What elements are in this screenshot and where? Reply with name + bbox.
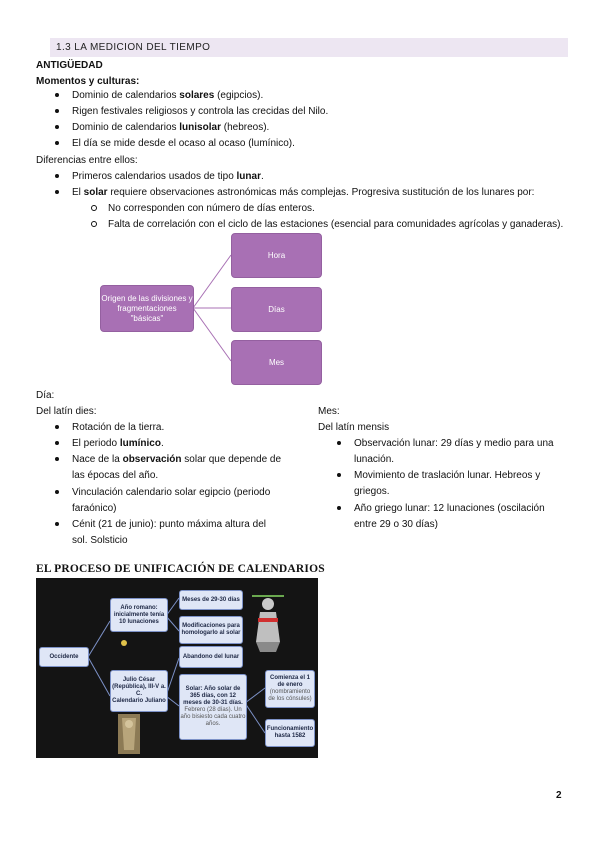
calendar-mindmap-image: Occidente Año romano: inicialmente tenía… — [36, 578, 318, 758]
bullet-dot — [55, 190, 59, 194]
bullet-dot — [337, 473, 341, 477]
bullet-dot — [55, 125, 59, 129]
unificacion-heading: EL PROCESO DE UNIFICACIÓN DE CALENDARIOS — [36, 563, 325, 575]
diagram-branch-label: Hora — [267, 250, 286, 260]
section-banner: 1.3 LA MEDICION DEL TIEMPO — [50, 38, 568, 57]
bullet-dot — [55, 522, 59, 526]
node-abandono: Abandono del lunar — [179, 646, 243, 668]
dia-item-2: El periodo lumínico. — [72, 438, 164, 449]
node-ano-romano: Año romano: inicialmente tenía 10 lunaci… — [110, 598, 168, 632]
sub-bullet-ring — [91, 205, 97, 211]
diagram-branch-mes: Mes — [231, 340, 322, 385]
node-meses: Meses de 29-30 días — [179, 590, 243, 610]
diagram-branch-hora: Hora — [231, 233, 322, 278]
bullet-dot — [55, 174, 59, 178]
mes-item-3: Año griego lunar: 12 lunaciones (oscilac… — [354, 503, 545, 514]
mes-item-1-cont: lunación. — [354, 454, 395, 465]
momento-item-4: El día se mide desde el ocaso al ocaso (… — [72, 138, 295, 149]
diagram-branch-label: Días — [268, 304, 285, 314]
bullet-dot — [55, 441, 59, 445]
diagram-connectors — [192, 254, 232, 362]
node-funcionamiento: Funcionamiento hasta 1582 — [265, 719, 315, 747]
diagram-root-label: Origen de las divisiones y fragmentacion… — [101, 293, 193, 323]
bullet-dot — [55, 425, 59, 429]
diferencia-item-2: El solar requiere observaciones astronóm… — [72, 187, 535, 198]
page-number: 2 — [556, 790, 562, 801]
bullet-dot — [55, 141, 59, 145]
mes-item-3-cont: entre 29 o 30 días) — [354, 519, 438, 530]
subpoint-2: Falta de correlación con el ciclo de las… — [108, 219, 564, 230]
dia-origin: Del latín dies: — [36, 406, 97, 417]
dia-item-5-cont: sol. Solsticio — [72, 535, 128, 546]
dia-item-5: Cénit (21 de junio): punto máxima altura… — [72, 519, 266, 530]
bullet-dot — [55, 93, 59, 97]
dia-item-4-cont: faraónico) — [72, 503, 117, 514]
diagram-branch-label: Mes — [268, 357, 285, 367]
dia-item-1: Rotación de la tierra. — [72, 422, 165, 433]
mes-item-1: Observación lunar: 29 días y medio para … — [354, 438, 554, 449]
dia-item-4: Vinculación calendario solar egipcio (pe… — [72, 487, 271, 498]
node-modificaciones: Modificaciones para homologarlo al solar — [179, 616, 243, 644]
dia-item-3-cont: las épocas del año. — [72, 470, 159, 481]
momento-item-1: Dominio de calendarios solares (egipcios… — [72, 90, 264, 101]
mes-origin: Del latín mensis — [318, 422, 390, 433]
diferencia-item-1: Primeros calendarios usados de tipo luna… — [72, 171, 264, 182]
bullet-dot — [337, 506, 341, 510]
diferencias-label: Diferencias entre ellos: — [36, 155, 138, 166]
section-title: 1.3 LA MEDICION DEL TIEMPO — [56, 42, 211, 53]
momento-item-2: Rigen festivales religiosos y controla l… — [72, 106, 329, 117]
bullet-dot — [55, 109, 59, 113]
bullet-dot — [55, 490, 59, 494]
mes-item-2: Movimiento de traslación lunar. Hebreos … — [354, 470, 541, 481]
diagram-branch-dias: Días — [231, 287, 322, 332]
mes-title: Mes: — [318, 406, 340, 417]
sub-bullet-ring — [91, 221, 97, 227]
antiguedad-heading: ANTIGÜEDAD — [36, 60, 103, 71]
mes-item-2-cont: griegos. — [354, 486, 390, 497]
mindmap-connectors — [87, 597, 266, 734]
bullet-dot — [55, 457, 59, 461]
subpoint-1: No corresponden con número de días enter… — [108, 203, 315, 214]
dia-item-3: Nace de la observación solar que depende… — [72, 454, 282, 465]
diagram-root-box: Origen de las divisiones y fragmentacion… — [100, 285, 194, 332]
node-solar: Solar: Año solar de 365 días, con 12 mes… — [179, 674, 247, 740]
dia-title: Día: — [36, 390, 55, 401]
momentos-label: Momentos y culturas: — [36, 76, 140, 87]
bullet-dot — [337, 441, 341, 445]
node-enero: Comienza el 1 de enero(nombramiento de l… — [265, 670, 315, 708]
node-julio-cesar: Julio César (República), III-V a. C.Cale… — [110, 670, 168, 712]
momento-item-3: Dominio de calendarios lunisolar (hebreo… — [72, 122, 270, 133]
node-occidente: Occidente — [39, 647, 89, 667]
